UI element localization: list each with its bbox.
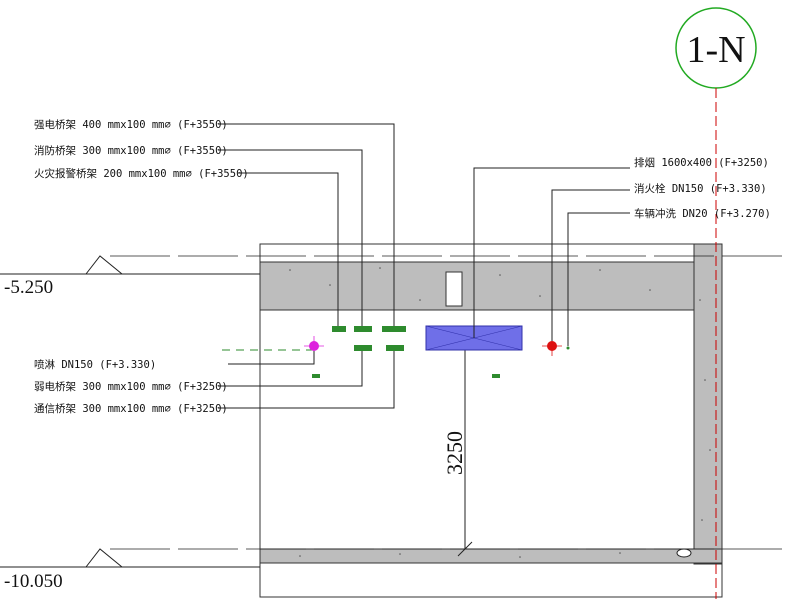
level-triangle-lower [84,548,124,568]
label-comm-tray: 通信桥架 300 mmx100 mm⌀ (F+3250) [34,403,228,415]
strong-tray [382,326,406,332]
lower-slab [259,548,723,564]
slab-beam-notch [445,271,463,307]
label-alarm-tray: 火灾报警桥架 200 mmx100 mm⌀ (F+3550) [34,167,249,180]
elevation-lower: -10.050 [4,571,63,592]
label-smoke-duct: 排烟 1600x400 (F+3250) [634,156,769,169]
fire-tray [354,326,372,332]
label-sprinkler: 喷淋 DN150 (F+3.330) [34,358,156,371]
right-wall [693,243,723,565]
drain-pipe [676,548,692,558]
dimension-tick-bottom [457,541,473,557]
small-bracket-left [312,374,320,378]
weak-tray [354,345,372,351]
grid-axis-label: 1-N [686,29,745,71]
label-hydrant: 消火栓 DN150 (F+3.330) [634,182,767,195]
elevation-upper: -5.250 [4,277,53,298]
dimension-value: 3250 [442,431,467,475]
grid-axis-marker: 1-N [675,7,757,89]
label-strong-tray: 强电桥架 400 mmx100 mm⌀ (F+3550) [34,118,228,131]
upper-slab [259,261,695,311]
alarm-tray [332,326,346,332]
label-fire-tray: 消防桥架 300 mmx100 mm⌀ (F+3550) [34,144,228,157]
comm-tray [386,345,404,351]
label-weak-tray: 弱电桥架 300 mmx100 mm⌀ (F+3250) [34,380,228,393]
car-wash-pipe [566,346,570,350]
small-bracket-right [492,374,500,378]
level-triangle-upper [84,255,124,275]
leader-lines [218,123,630,409]
label-car-wash: 车辆冲洗 DN20 (F+3.270) [634,207,771,220]
concrete-speckle [289,267,711,558]
